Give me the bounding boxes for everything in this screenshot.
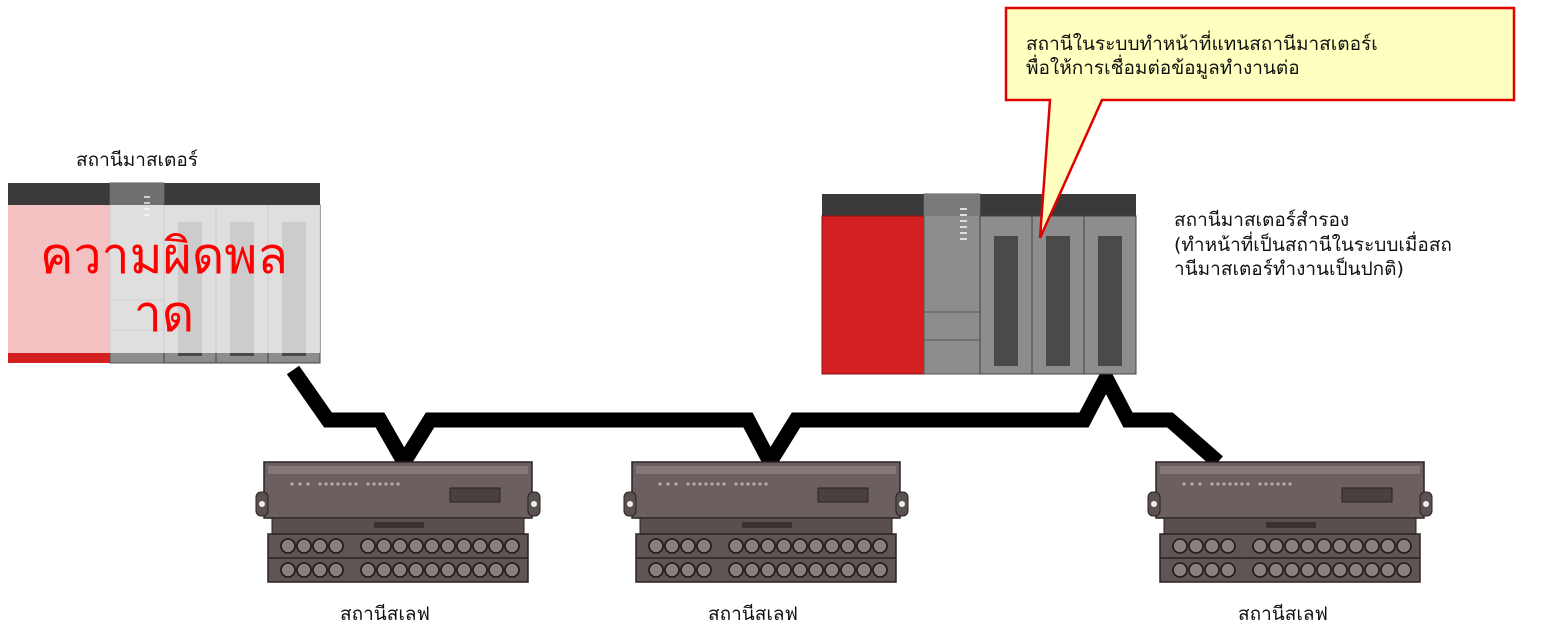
callout-bubble xyxy=(1004,6,1516,239)
standby-master-label: สถานีมาสเตอร์สำรอง (ทำหน้าที่เป็นสถานีใน… xyxy=(1174,208,1452,282)
slave-label-3: สถานีสเลฟ xyxy=(1238,603,1328,625)
callout-line-1: สถานีในระบบทำหน้าที่แทนสถานีมาสเตอร์เ xyxy=(1026,33,1378,55)
network-cable xyxy=(286,361,1223,478)
error-text: ความผิดพล าด xyxy=(8,227,320,343)
standby-label-line-1: สถานีมาสเตอร์สำรอง xyxy=(1174,209,1350,231)
master-plc xyxy=(8,182,321,364)
master-label: สถานีมาสเตอร์ xyxy=(76,149,198,171)
callout-text: สถานีในระบบทำหน้าที่แทนสถานีมาสเตอร์เ พื… xyxy=(1026,32,1378,81)
slave-label-1: สถานีสเลฟ xyxy=(340,603,430,625)
standby-master-plc xyxy=(821,193,1137,375)
slave-station-3 xyxy=(1147,461,1433,583)
standby-label-line-3: านีมาสเตอร์ทำงานเป็นปกติ) xyxy=(1174,258,1404,281)
slave-station-2 xyxy=(623,461,909,583)
error-line-1: ความผิดพล xyxy=(40,227,288,285)
error-line-2: าด xyxy=(133,284,195,343)
slave-label-2: สถานีสเลฟ xyxy=(708,603,798,625)
slave-station-1 xyxy=(255,461,541,583)
callout-line-2: พื่อให้การเชื่อมต่อข้อมูลทำงานต่อ xyxy=(1026,57,1300,80)
standby-label-line-2: (ทำหน้าที่เป็นสถานีในระบบเมื่อสถ xyxy=(1174,233,1452,256)
